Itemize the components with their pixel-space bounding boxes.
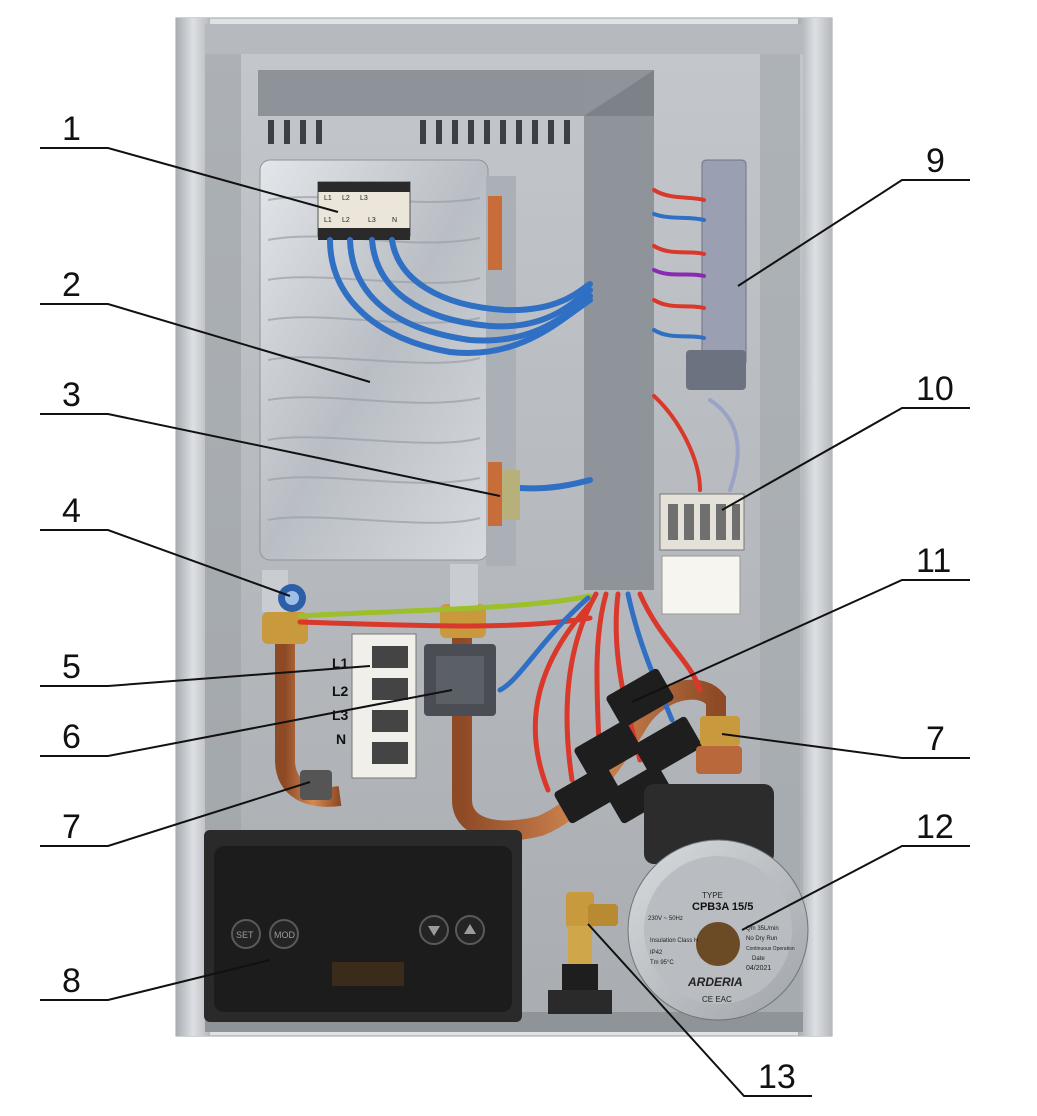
callout-7-left: 7 (62, 808, 81, 846)
drain-valve (548, 892, 618, 1014)
contactor: L1 L2 L3 L1 L2 L3 N (317, 181, 411, 240)
power-relays (554, 668, 702, 824)
controller-panel: SET MOD (204, 830, 522, 1022)
controller-set-label: SET (236, 930, 254, 940)
control-terminal-strip (659, 493, 745, 615)
pipe-fittings (300, 716, 742, 800)
contactor-bottom-l2: L2 (342, 217, 350, 224)
thermostat-sensor (278, 584, 306, 612)
pump-rating: 230V ~ 50Hz (648, 916, 683, 922)
callout-9: 9 (926, 142, 945, 180)
contactor-bottom-l1: L1 (324, 217, 332, 224)
pump-insulation: Insulation Class H (650, 938, 698, 944)
pump-continuous: Continuous Operation (746, 946, 795, 952)
controller-mod-label: MOD (274, 930, 295, 940)
pump-marks: CE EAC (702, 995, 732, 1004)
circulation-pump: TYPE CPB3A 15/5 230V ~ 50Hz Insulation C… (627, 784, 809, 1021)
up-arrow-icon (464, 924, 476, 934)
callout-2: 2 (62, 266, 81, 304)
pump-date: 04/2021 (746, 965, 771, 972)
pump-brand: ARDERIA (687, 975, 743, 989)
callout-4: 4 (62, 492, 81, 530)
callout-6: 6 (62, 718, 81, 756)
contactor-top-l3: L3 (360, 195, 368, 202)
pump-date-label: Date (752, 956, 765, 962)
callout-7-right: 7 (926, 720, 945, 758)
pump-qmax: Qm 35L/min (746, 926, 779, 932)
blue-cables (327, 237, 593, 492)
heater-block (259, 159, 516, 566)
pump-model: CPB3A 15/5 (692, 901, 753, 913)
contactor-bottom-l3: L3 (368, 217, 376, 224)
callout-10: 10 (916, 370, 954, 408)
down-arrow-icon (428, 926, 440, 936)
callout-11: 11 (916, 542, 952, 580)
control-board (652, 159, 747, 492)
pump-ip: IP42 (650, 950, 663, 956)
callout-1: 1 (62, 110, 81, 148)
junction-box (424, 644, 496, 716)
contactor-top-l1: L1 (324, 195, 332, 202)
callout-5: 5 (62, 648, 81, 686)
pump-type-label: TYPE (702, 891, 723, 900)
power-terminal-block: L1 L2 L3 N (332, 633, 417, 779)
terminal-label-l2: L2 (332, 683, 349, 699)
pump-tmax: Tm 95°C (650, 960, 674, 966)
leader-lines (40, 147, 970, 1097)
terminal-label-n: N (336, 731, 346, 747)
cable-channel (258, 70, 654, 590)
contactor-bottom-n: N (392, 217, 397, 224)
callout-12: 12 (916, 808, 954, 846)
contactor-top-l2: L2 (342, 195, 350, 202)
heater-terminals (488, 196, 520, 526)
pump-no-dry-run: No Dry Run (746, 936, 777, 942)
callout-3: 3 (62, 376, 81, 414)
callout-8: 8 (62, 962, 81, 1000)
callout-13: 13 (758, 1058, 796, 1096)
